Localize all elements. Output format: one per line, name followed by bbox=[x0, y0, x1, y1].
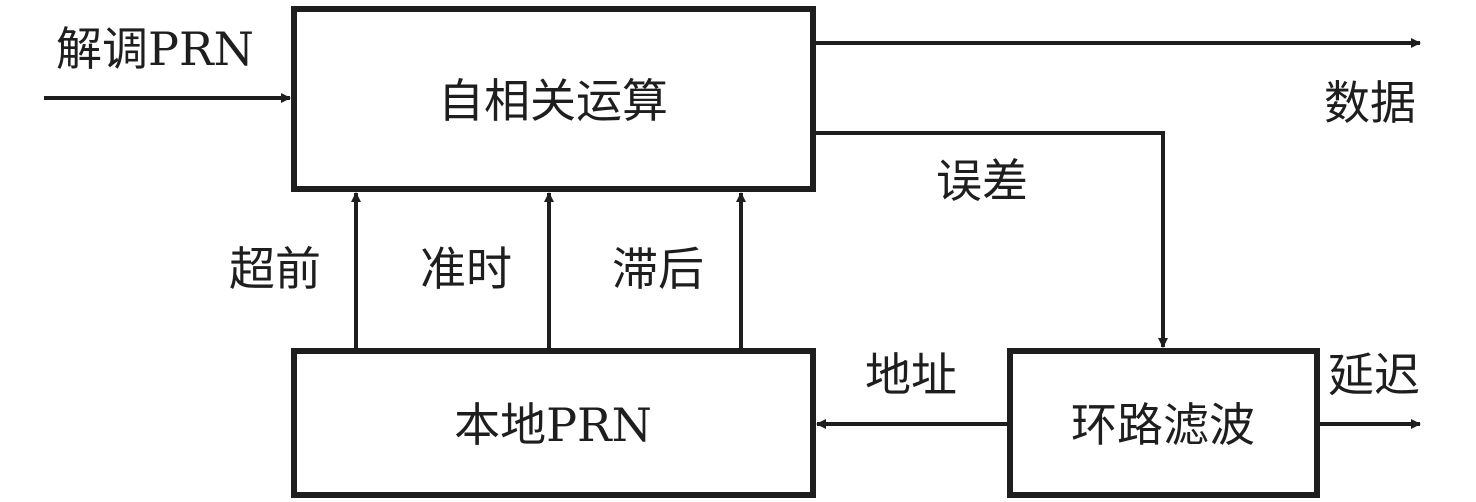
delay-output-label: 延迟 bbox=[1328, 348, 1420, 402]
local-prn-block bbox=[291, 348, 816, 498]
prompt-signal-label: 准时 bbox=[420, 242, 512, 296]
autocorrelation-block bbox=[291, 6, 816, 192]
data-output-label: 数据 bbox=[1324, 76, 1416, 130]
local-prn-label: 本地PRN bbox=[454, 398, 652, 452]
address-signal-label: 地址 bbox=[865, 348, 957, 402]
loop-filter-block bbox=[1007, 348, 1320, 498]
early-signal-label: 超前 bbox=[229, 242, 321, 296]
error-path-arrow bbox=[816, 131, 1168, 348]
autocorrelation-label: 自相关运算 bbox=[438, 74, 668, 128]
loop-filter-label: 环路滤波 bbox=[1071, 398, 1255, 452]
input-signal-label: 解调PRN bbox=[56, 22, 254, 76]
error-signal-label: 误差 bbox=[936, 154, 1028, 208]
late-signal-label: 滞后 bbox=[612, 242, 704, 296]
